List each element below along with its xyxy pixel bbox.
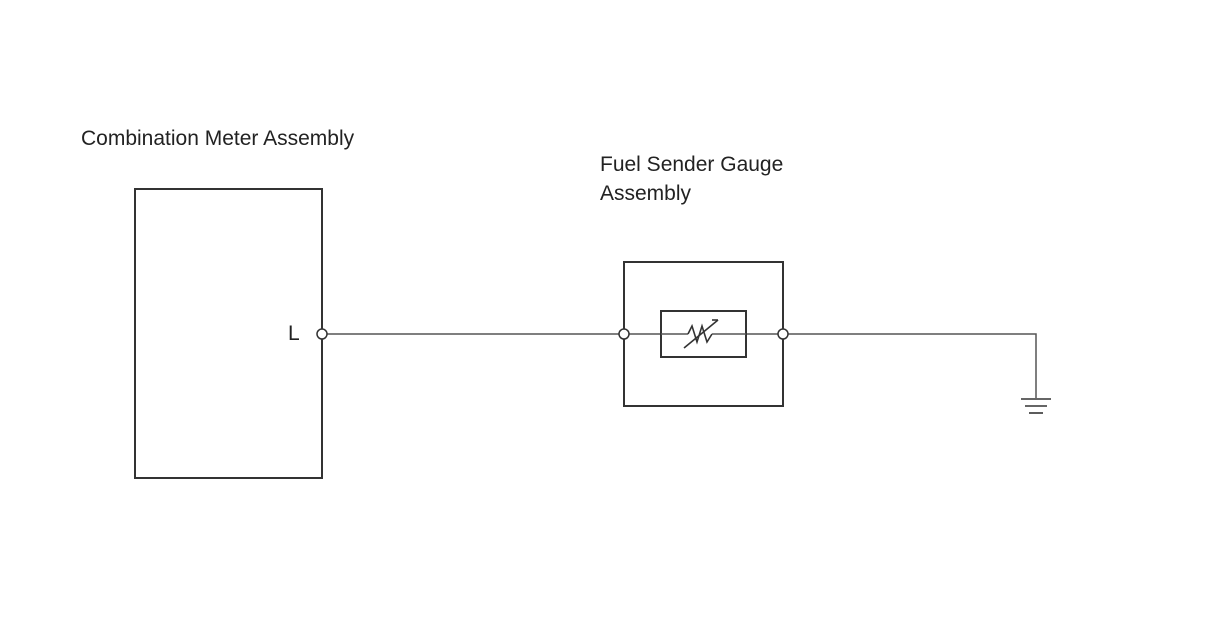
combination-meter-label: Combination Meter Assembly (81, 127, 355, 150)
ground-icon (1021, 398, 1051, 414)
fuel-sender-label-line1: Fuel Sender Gauge (600, 153, 784, 176)
fuel-sender-label-line2: Assembly (600, 182, 692, 205)
terminal-l-label: L (288, 322, 300, 345)
variable-resistor-icon (660, 310, 747, 358)
terminal-l-connector (316, 328, 328, 340)
sender-input-connector (618, 328, 630, 340)
wire-sender-to-ground (783, 333, 1037, 398)
sender-output-connector (777, 328, 789, 340)
